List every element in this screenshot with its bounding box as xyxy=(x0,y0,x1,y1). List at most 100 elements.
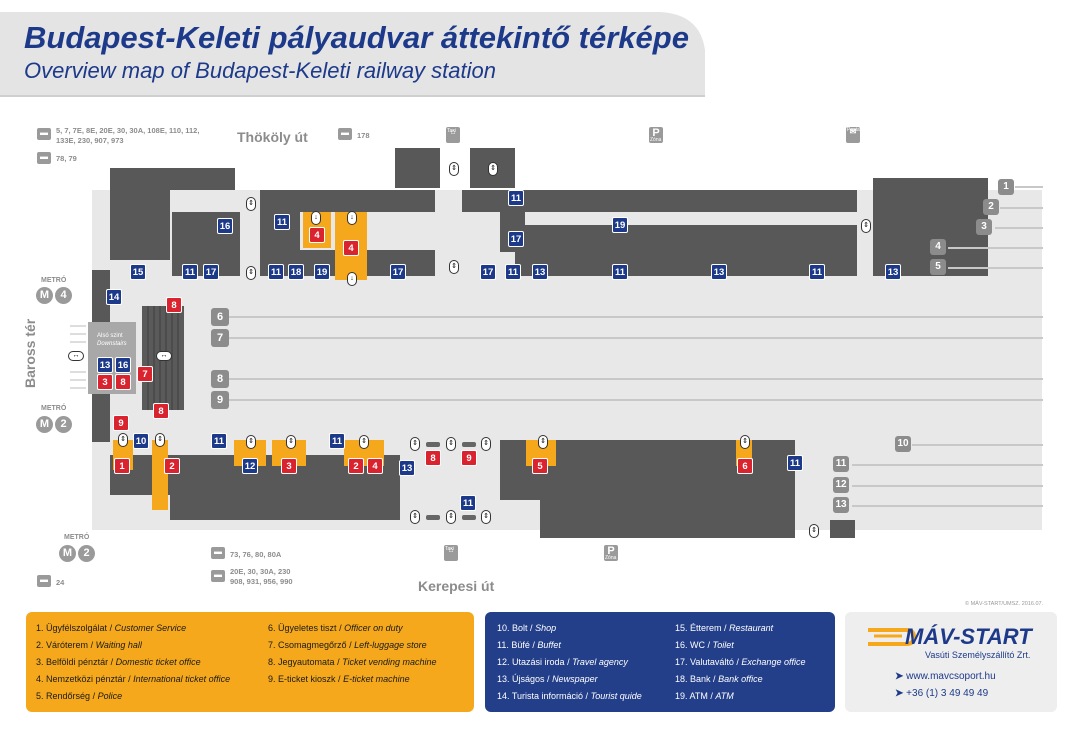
marker-buffet: 11 xyxy=(274,214,290,230)
marker-e-ticket-machine: 9 xyxy=(113,415,129,431)
parking-zone-label: Zóna xyxy=(650,137,662,143)
marker-customer-service: 1 xyxy=(114,458,130,474)
passage-icon: ↔ xyxy=(68,351,84,361)
legend-blue: 10. Bolt / Shop 11. Büfé / Buffet 12. Ut… xyxy=(485,612,835,712)
marker-ticket-vending-machine: 8 xyxy=(166,297,182,313)
metro-line-4: 4 xyxy=(55,287,72,304)
bus-lines-top-1b: 133E, 230, 907, 973 xyxy=(56,136,124,145)
stairs-icon: ↓ xyxy=(347,211,357,225)
bus-lines-bottom-1: 73, 76, 80, 80A xyxy=(230,550,282,559)
marker-waiting-hall: 2 xyxy=(164,458,180,474)
downstairs-label-en: Downstairs xyxy=(97,341,127,347)
marker-domestic-ticket-office: 3 xyxy=(281,458,297,474)
page-title: Budapest-Keleti pályaudvar áttekintő tér… xyxy=(24,20,689,55)
marker-newspaper: 13 xyxy=(711,264,727,280)
legend-item: 2. Váróterem / Waiting hall xyxy=(36,640,142,650)
marker-newspaper: 13 xyxy=(885,264,901,280)
legend-blue-right: 15. Étterem / Restaurant 16. WC / Toilet… xyxy=(675,620,805,705)
parking-zone-label: Zóna xyxy=(605,555,617,561)
legend-item: 4. Nemzetközi pénztár / International ti… xyxy=(36,674,231,684)
bus-lines-bottom-2b: 908, 931, 956, 990 xyxy=(230,577,293,586)
chevron-right-icon: ➤ xyxy=(895,671,904,682)
marker-buffet: 11 xyxy=(211,433,227,449)
marker-restaurant: 15 xyxy=(130,264,146,280)
legend-item: 1. Ügyfélszolgálat / Customer Service xyxy=(36,623,187,633)
track-number-2: 2 xyxy=(983,199,999,215)
page-subtitle: Overview map of Budapest-Keleti railway … xyxy=(24,58,496,83)
legend-item: 6. Ügyeletes tiszt / Officer on duty xyxy=(268,623,403,633)
taxi-icon: ⌂ xyxy=(444,545,458,561)
legend-item: 14. Turista információ / Tourist quide xyxy=(497,691,642,701)
bus-lines-top-2: 178 xyxy=(357,131,370,140)
marker-tourist-info: 14 xyxy=(106,289,122,305)
bus-lines-top-1: 5, 7, 7E, 8E, 20E, 30, 30A, 108E, 110, 1… xyxy=(56,126,200,135)
street-baross: Baross tér xyxy=(22,318,38,388)
marker-waiting-hall: 2 xyxy=(348,458,364,474)
legend-item: 3. Belföldi pénztár / Domestic ticket of… xyxy=(36,657,201,667)
legend-item: 16. WC / Toilet xyxy=(675,640,734,650)
track-number-1: 1 xyxy=(998,179,1014,195)
taxi-icon: ⌂ xyxy=(446,127,460,143)
metro-m-icon: M xyxy=(36,287,53,304)
marker-ticket-vending-machine: 8 xyxy=(153,403,169,419)
marker-international-ticket-office: 4 xyxy=(367,458,383,474)
marker-travel-agency: 12 xyxy=(242,458,258,474)
marker-exchange-office: 17 xyxy=(480,264,496,280)
track-7-line xyxy=(228,337,1043,339)
track-number-11: 11 xyxy=(833,456,849,472)
marker-police: 5 xyxy=(532,458,548,474)
legend-item: 7. Csomagmegőrző / Left-luggage store xyxy=(268,640,427,650)
stairs-icon: ⇕ xyxy=(246,266,256,280)
marker-international-ticket-office: 4 xyxy=(309,227,325,243)
legend-item: 13. Újságos / Newspaper xyxy=(497,674,598,684)
post-office-icon: ✉ xyxy=(846,127,860,143)
stairs-icon: ⇕ xyxy=(488,162,498,176)
marker-exchange-office: 17 xyxy=(508,231,524,247)
marker-shop: 10 xyxy=(133,433,149,449)
metro-line-2: 2 xyxy=(55,416,72,433)
stairs-icon: ↓ xyxy=(347,272,357,286)
marker-e-ticket-machine: 9 xyxy=(461,450,477,466)
track-number-6: 6 xyxy=(211,308,229,326)
track-12-line xyxy=(852,485,1043,487)
copyright: © MÁV-START/UMSZ. 2016.07. xyxy=(965,601,1044,607)
marker-ticket-vending-machine: 8 xyxy=(115,374,131,390)
stairs-icon: ⇕ xyxy=(449,260,459,274)
legend-yellow: 1. Ügyfélszolgálat / Customer Service 2.… xyxy=(26,612,474,712)
header-banner: Budapest-Keleti pályaudvar áttekintő tér… xyxy=(0,0,1070,100)
trolley-lines-top: 78, 79 xyxy=(56,154,77,163)
legend-blue-left: 10. Bolt / Shop 11. Büfé / Buffet 12. Ut… xyxy=(497,620,642,705)
website-text: www.mavcsoport.hu xyxy=(906,671,996,682)
legend-item: 12. Utazási iroda / Travel agency xyxy=(497,657,628,667)
marker-newspaper: 13 xyxy=(532,264,548,280)
phone-number[interactable]: ➤ +36 (1) 3 49 49 49 xyxy=(895,688,988,699)
stairs-icon: ⇕ xyxy=(446,437,456,451)
post-office-label: Posta xyxy=(847,127,860,133)
stairs-icon: ⇕ xyxy=(246,197,256,211)
metro-line-2: 2 xyxy=(78,545,95,562)
station-map xyxy=(70,148,1042,538)
marker-newspaper: 13 xyxy=(97,357,113,373)
tram-lines-bottom: 24 xyxy=(56,578,65,587)
website-link[interactable]: ➤ www.mavcsoport.hu xyxy=(895,671,996,682)
legend-item: 9. E-ticket kioszk / E-ticket machine xyxy=(268,674,410,684)
stairs-icon: ⇕ xyxy=(809,524,819,538)
tram-icon: ▬ xyxy=(37,575,51,587)
metro-m-icon: M xyxy=(36,416,53,433)
legend-yellow-right: 6. Ügyeletes tiszt / Officer on duty 7. … xyxy=(268,620,437,688)
marker-buffet: 11 xyxy=(460,495,476,511)
legend-item: 15. Étterem / Restaurant xyxy=(675,623,774,633)
trolley-icon: ▬ xyxy=(37,152,51,164)
stairs-icon: ⇕ xyxy=(481,510,491,524)
track-number-12: 12 xyxy=(833,477,849,493)
downstairs-label-hu: Alsó szint xyxy=(97,333,123,339)
stairs-icon: ⇕ xyxy=(155,433,165,447)
phone-text: +36 (1) 3 49 49 49 xyxy=(906,688,989,699)
track-number-8: 8 xyxy=(211,370,229,388)
track-1-line xyxy=(1015,186,1043,188)
bus-icon: ▬ xyxy=(211,570,225,582)
marker-buffet: 11 xyxy=(612,264,628,280)
passage-icon: ↔ xyxy=(156,351,172,361)
track-13-line xyxy=(852,505,1043,507)
bus-lines-bottom-2a: 20E, 30, 30A, 230 xyxy=(230,567,291,576)
